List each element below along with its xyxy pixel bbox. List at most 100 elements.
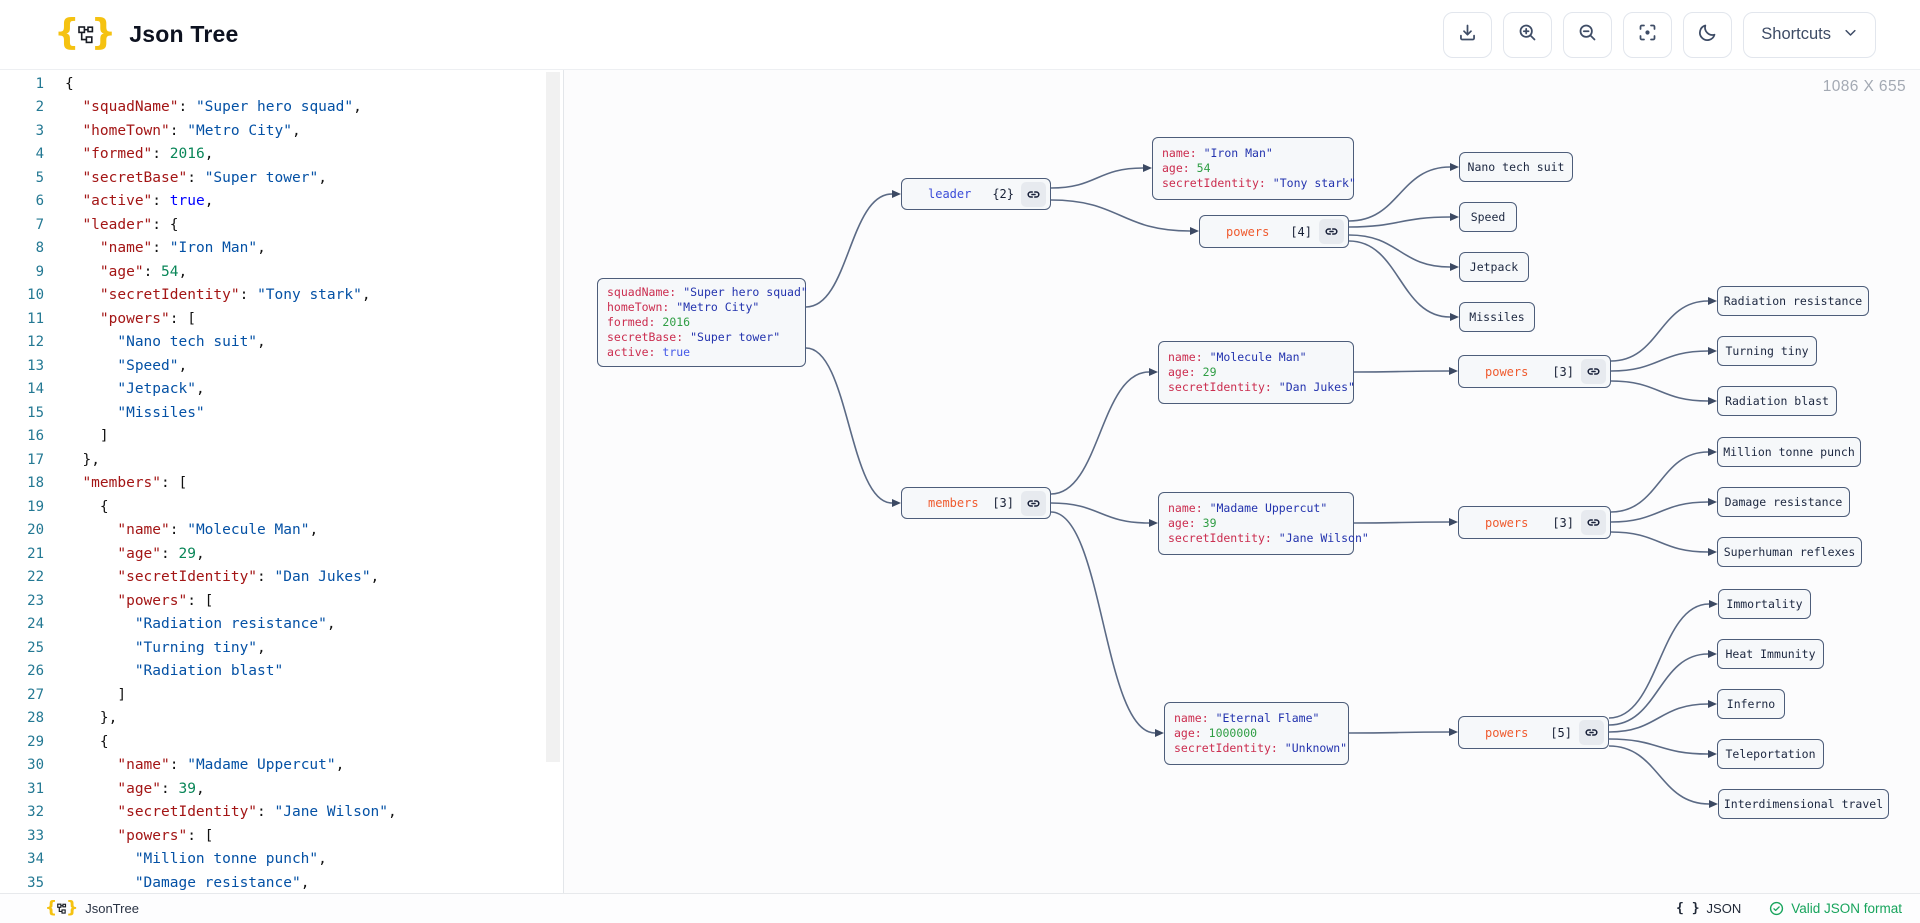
graph-node-leaf-heat[interactable]: Heat Immunity (1717, 639, 1824, 669)
editor-line: 32"secretIdentity": "Jane Wilson", (0, 801, 563, 825)
logo-brace-left: { (54, 11, 80, 53)
zoom-in-button[interactable] (1503, 11, 1553, 58)
graph-node-leaf-reflexes[interactable]: Superhuman reflexes (1717, 537, 1862, 567)
collapse-link-icon[interactable] (1021, 490, 1046, 516)
node-field: age: 29 (1168, 365, 1217, 380)
graph-node-leaf-missiles[interactable]: Missiles (1459, 302, 1535, 332)
editor-line: 27] (0, 683, 563, 707)
node-field: age: 39 (1168, 516, 1217, 531)
line-number: 22 (27, 569, 44, 586)
node-key: powers (1485, 364, 1529, 379)
logo-brace-right: } (90, 11, 117, 53)
focus-center-button[interactable] (1623, 11, 1673, 58)
line-number: 23 (27, 592, 44, 609)
graph-node-root[interactable]: squadName: "Super hero squad"homeTown: "… (597, 278, 808, 367)
node-field: active: true (607, 344, 691, 359)
editor-line: 15"Missiles" (0, 401, 563, 425)
line-number: 16 (27, 428, 44, 445)
node-key: powers (1485, 725, 1529, 740)
graph-node-powers-madame[interactable]: powers[3] (1458, 506, 1611, 539)
graph-node-powers-molecule[interactable]: powers [3] (1458, 355, 1611, 388)
line-number: 35 (27, 874, 44, 891)
format-selector[interactable]: { } JSON (1676, 901, 1741, 916)
graph-node-powers-eternal[interactable]: powers [5] (1458, 716, 1609, 749)
node-child-count: [5] (1550, 725, 1572, 740)
node-child-count: [3] (992, 496, 1014, 510)
graph-node-leaf-jetpack[interactable]: Jetpack (1459, 252, 1529, 282)
node-child-count: {2} (992, 187, 1014, 201)
line-number: 7 (35, 216, 44, 233)
node-field: squadName: "Super hero squad" (607, 285, 808, 300)
graph-node-leaf-damage[interactable]: Damage resistance (1717, 487, 1850, 517)
graph-node-leaf-million[interactable]: Million tonne punch (1717, 437, 1861, 467)
node-value: Turning tiny (1725, 344, 1809, 358)
graph-node-leaf-radblast[interactable]: Radiation blast (1717, 386, 1837, 416)
json-code-editor[interactable]: 1{2"squadName": "Super hero squad",3"hom… (0, 70, 563, 893)
download-button[interactable] (1443, 11, 1493, 58)
statusbar-logo[interactable]: { } JsonTree (45, 900, 139, 917)
graph-node-leader[interactable]: leader{2} (901, 178, 1051, 210)
node-field: name: "Eternal Flame" (1174, 711, 1320, 726)
editor-line: 33"powers": [ (0, 824, 563, 848)
dark-mode-button[interactable] (1683, 11, 1733, 58)
graph-node-leaf-turning[interactable]: Turning tiny (1717, 336, 1817, 366)
editor-scrollbar[interactable] (546, 72, 560, 762)
editor-line: 29{ (0, 730, 563, 754)
graph-node-leaf-nano[interactable]: Nano tech suit (1459, 152, 1573, 182)
editor-line: 23"powers": [ (0, 589, 563, 613)
node-value: Teleportation (1725, 747, 1816, 761)
header-logo[interactable]: { } Json Tree (54, 11, 239, 53)
editor-line: 3"homeTown": "Metro City", (0, 119, 563, 143)
statusbar-app-name: JsonTree (85, 901, 139, 916)
line-number: 14 (27, 381, 44, 398)
graph-node-leaf-immortality[interactable]: Immortality (1718, 589, 1811, 619)
collapse-link-icon[interactable] (1021, 181, 1046, 207)
graph-node-powers-leader[interactable]: powers[4] (1199, 215, 1349, 248)
node-child-count: [4] (1290, 224, 1312, 239)
shortcuts-dropdown[interactable]: Shortcuts (1743, 11, 1876, 58)
graph-node-leaf-teleport[interactable]: Teleportation (1717, 739, 1824, 769)
download-icon (1457, 22, 1478, 48)
valid-json-status: Valid JSON format (1769, 901, 1902, 916)
editor-line: 28}, (0, 707, 563, 731)
app-title: Json Tree (129, 21, 239, 47)
shortcuts-label: Shortcuts (1761, 25, 1831, 43)
collapse-link-icon[interactable] (1319, 219, 1344, 244)
graph-node-leaf-interdim[interactable]: Interdimensional travel (1718, 789, 1889, 819)
node-value: Radiation resistance (1723, 294, 1863, 308)
graph-node-members[interactable]: members [3] (901, 487, 1051, 519)
editor-line: 7"leader": { (0, 213, 563, 237)
line-number: 20 (27, 522, 44, 539)
editor-line: 18"members": [ (0, 472, 563, 496)
node-child-count: [3] (1552, 364, 1574, 379)
canvas-dimensions-label: 1086 X 655 (1822, 78, 1906, 95)
graph-node-leaf-inferno[interactable]: Inferno (1717, 689, 1785, 719)
check-circle-icon (1769, 901, 1784, 916)
editor-line: 10"secretIdentity": "Tony stark", (0, 284, 563, 308)
line-number: 11 (27, 310, 44, 327)
line-number: 13 (27, 357, 44, 374)
collapse-link-icon[interactable] (1579, 720, 1604, 745)
graph-node-leaf-speed[interactable]: Speed (1459, 202, 1517, 232)
status-bar: { } JsonTree { } JSON Valid JSON format (0, 893, 1920, 923)
collapse-link-icon[interactable] (1581, 359, 1606, 384)
editor-line: 21"age": 29, (0, 542, 563, 566)
zoom-out-button[interactable] (1563, 11, 1613, 58)
node-child-count: [3] (1552, 515, 1574, 530)
line-number: 8 (35, 240, 44, 257)
graph-canvas[interactable]: 1086 X 655 squadName: "Super hero squad"… (563, 70, 1920, 893)
graph-node-leaf-radres[interactable]: Radiation resistance (1717, 286, 1869, 316)
collapse-link-icon[interactable] (1581, 510, 1606, 535)
zoom-out-icon (1577, 22, 1598, 48)
line-number: 6 (35, 193, 44, 210)
node-key: members (928, 496, 979, 510)
editor-line: 13"Speed", (0, 354, 563, 378)
editor-line: 24"Radiation resistance", (0, 613, 563, 637)
editor-line: 19{ (0, 495, 563, 519)
editor-line: 26"Radiation blast" (0, 660, 563, 684)
node-field: secretIdentity: "Jane Wilson" (1168, 530, 1369, 545)
